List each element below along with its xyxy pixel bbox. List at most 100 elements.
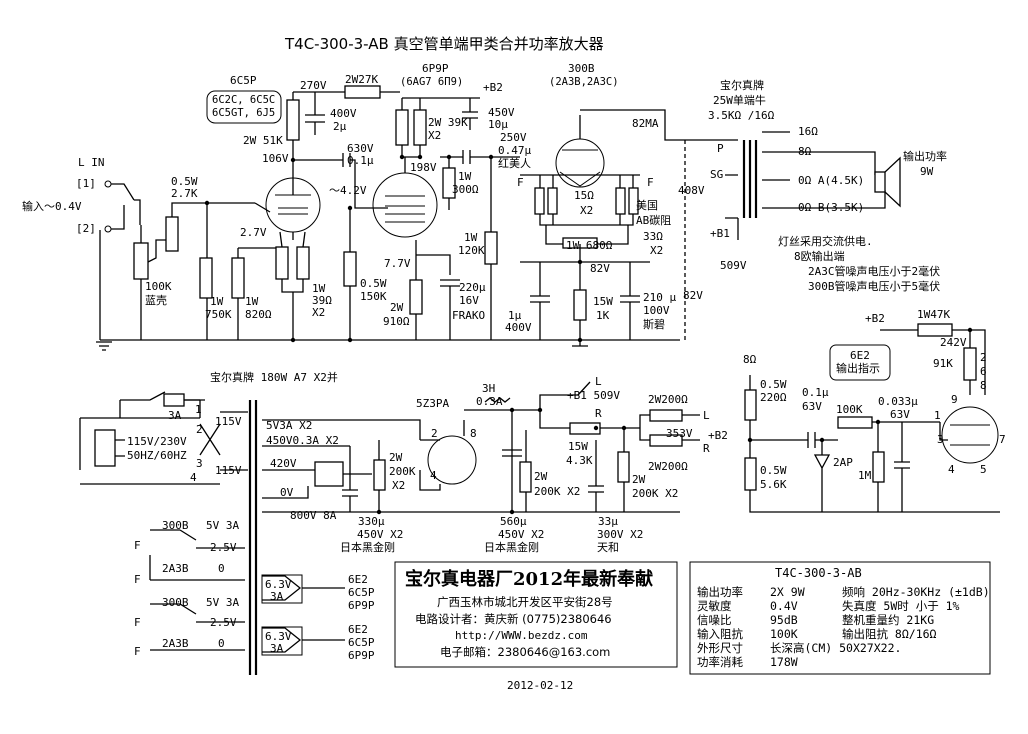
r120k: 120K (458, 244, 485, 257)
psu-p4: 4 (430, 469, 437, 482)
psu-t2: 2 (196, 423, 203, 436)
ind-d2ap: 2AP (833, 456, 853, 469)
ht-b25: 2.5V (210, 616, 237, 629)
ind-o8: 8Ω (743, 353, 757, 366)
filament-F1: F (517, 176, 524, 189)
spec-cell: 失真度 5W时 小于 1% (842, 599, 960, 613)
psu-mains2: 50HZ/60HZ (127, 449, 187, 462)
factory-designer: 电路设计者：黄庆新 (0775)2380646 (415, 612, 612, 626)
sibi: 斯碧 (643, 318, 665, 331)
m82ma: 82MA (632, 117, 659, 130)
ht-h1t2: 6C5P (348, 586, 375, 599)
r33: 33Ω (643, 230, 663, 243)
ind-b2: +B2 (865, 312, 885, 325)
c1u: 1μ (508, 309, 522, 322)
psu-s420: 420V (270, 457, 297, 470)
speaker-icon (884, 156, 901, 208)
tube3-name: 300B (568, 62, 595, 75)
tube2-alt: (6AG7 6П9) (400, 76, 464, 88)
psu-r15w: 15W (568, 440, 588, 453)
v408: 408V (678, 184, 705, 197)
psu-r200k: 200K (389, 465, 416, 478)
r05w2: 0.5W (360, 277, 387, 290)
r750k: 750K (205, 308, 232, 321)
ind-c63v2: 63V (890, 408, 910, 421)
psu-t4: 4 (190, 471, 197, 484)
x2a: X2 (312, 306, 326, 319)
input-grid-resistor (165, 216, 179, 252)
ind-p1: 1 (934, 409, 941, 422)
r150k: 150K (360, 290, 387, 303)
r2w27k: 2W27K (345, 73, 379, 86)
psu-r2wb: 2W (534, 470, 548, 483)
resistor-2w27k (344, 85, 381, 99)
psu-ch03a: 0.3A (476, 395, 503, 408)
r100k: 100K (145, 280, 172, 293)
c2u: 2μ (333, 120, 347, 133)
ind-p7: 7 (999, 433, 1006, 446)
spec-cell: 整机重量约 21KG (842, 613, 935, 627)
ot-B: 0Ω B(3.5K) (798, 201, 865, 214)
ind-p8: 8 (980, 379, 987, 392)
psu-v115b: 115V (215, 464, 242, 477)
ind-p9: 9 (951, 393, 958, 406)
spec-cell: 功率消耗 (697, 655, 743, 669)
ht-h2t3: 6P9P (348, 649, 375, 662)
x2d: X2 (650, 244, 664, 257)
rectifier-tube-5z3pa (427, 435, 477, 485)
psu-r2w200: 2W200Ω (648, 393, 688, 406)
spec-cell: 95dB (770, 613, 798, 627)
ht-b5v: 5V 3A (206, 596, 240, 609)
r2w-label: 2W (390, 301, 404, 314)
ind-r100k: 100K (836, 403, 863, 416)
note-3: 300B管噪声电压小于5毫伏 (808, 280, 941, 293)
r300: 300Ω (452, 183, 479, 196)
output-transformer (742, 140, 758, 218)
ht-F4: F (134, 645, 141, 658)
r39: 39Ω (312, 294, 332, 307)
psu-rect: 5Z3PA (416, 397, 450, 410)
ot-16: 16Ω (798, 125, 818, 138)
ind-c63v: 63V (802, 400, 822, 413)
ot-A: 0Ω A(4.5K) (798, 174, 865, 187)
ht-F1: F (134, 539, 141, 552)
psu-r200kc: 200K X2 (632, 487, 679, 500)
tube-6p9p (372, 172, 438, 238)
ot-SG: SG (710, 168, 724, 181)
r910: 910Ω (383, 315, 410, 328)
ht-h1: 6.3V (265, 578, 292, 591)
psu-b2: +B2 (708, 429, 728, 442)
spec-cell: 信噪比 (697, 613, 732, 627)
c400v: 400V (330, 107, 357, 120)
spec-cell: 输出阻抗 8Ω/16Ω (842, 627, 937, 641)
hongmeiren: 红美人 (498, 157, 531, 170)
v250: 250V (500, 131, 527, 144)
psu-L2: L (703, 409, 710, 422)
ind-p4: 4 (948, 463, 955, 476)
c220u: 220μ (459, 281, 486, 294)
c210: 210 μ (643, 291, 677, 304)
factory-box (394, 561, 678, 668)
psu-c300v: 300V X2 (597, 528, 644, 541)
spec-cell: 外形尺寸 (697, 641, 743, 655)
r820: 820Ω (245, 308, 272, 321)
spec-cell: 输出功率 (697, 585, 743, 599)
psu-t3: 3 (196, 457, 203, 470)
ot-P: P (717, 142, 724, 155)
meiguo: 美国 (636, 199, 658, 212)
factory-name: 宝尔真电器厂2012年最新奉献 (405, 569, 654, 590)
tube4-name: 6E2 (850, 349, 870, 362)
power-transformer (248, 400, 258, 675)
bridge-rectifier (314, 461, 344, 487)
v509: 509V (720, 259, 747, 272)
ht-a25: 2.5V (210, 541, 237, 554)
ht-h1t: 6E2 (348, 573, 368, 586)
psu-fuse: 3A (168, 409, 182, 422)
ht-b2a3b: 2A3B (162, 637, 189, 650)
c450v: 450V (488, 106, 515, 119)
tube-300b (555, 138, 605, 188)
v106: 106V (262, 152, 289, 165)
note-2: 2A3C管噪声电压小于2毫伏 (808, 265, 941, 278)
